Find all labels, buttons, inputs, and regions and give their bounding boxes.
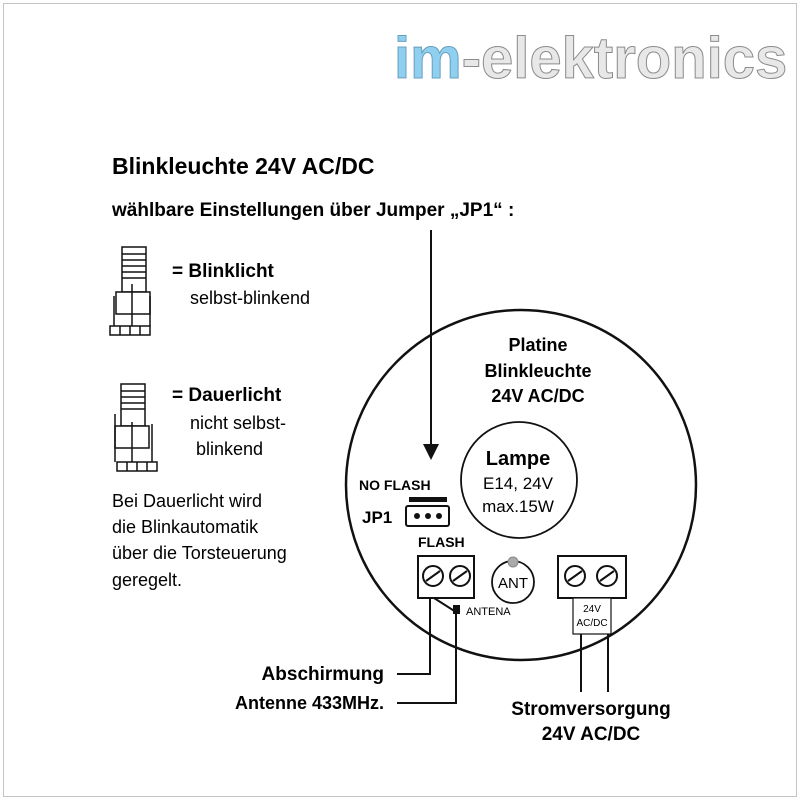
power-label-line1: Stromversorgung (511, 699, 670, 720)
antenna-small-label: ANTENA (466, 606, 511, 618)
jumper-cap-bar (409, 497, 447, 502)
jumper-name: JP1 (362, 508, 392, 527)
jumper-jp1-icon (405, 505, 450, 527)
mode-steady-desc-line2: blinkend (196, 439, 263, 459)
jumper-no-flash-label: NO FLASH (359, 477, 431, 493)
note-line1: Bei Dauerlicht wird (112, 491, 262, 511)
lamp-spec-line1: E14, 24V (483, 474, 554, 493)
page-title: Blinkleuchte 24V AC/DC (112, 153, 374, 179)
antenna-label: Antenne 433MHz. (235, 693, 384, 713)
mode-steady-desc-line1: nicht selbst- (190, 413, 286, 433)
shield-label: Abschirmung (262, 664, 384, 685)
board-label-line1: Platine (508, 335, 567, 355)
antenna-cable (397, 597, 457, 704)
lamp-spec-line2: max.15W (482, 497, 554, 516)
pointer-arrow (423, 230, 439, 460)
board-outline (344, 308, 698, 662)
mode-blink-desc: selbst-blinkend (190, 288, 310, 308)
mode-blink-name: = Blinklicht (172, 261, 275, 282)
mode-steady-name: = Dauerlicht (172, 385, 282, 406)
page-subtitle: wählbare Einstellungen über Jumper „JP1“… (111, 200, 514, 221)
power-label-line2: 24V AC/DC (542, 724, 641, 745)
note-text: Bei Dauerlicht wird die Blinkautomatik ü… (112, 491, 287, 590)
note-line2: die Blinkautomatik (112, 517, 259, 537)
wiring-diagram: im-elektronics Blinkleuchte 24V AC/DC wä… (109, 26, 788, 745)
power-cable (580, 634, 609, 692)
antenna-connector-mark (453, 605, 460, 614)
power-terminal-icon (557, 555, 627, 635)
power-terminal-label-line2: AC/DC (576, 618, 607, 629)
diagram-canvas: im-elektronics Blinkleuchte 24V AC/DC wä… (3, 3, 797, 797)
jumper-steady-icon (114, 383, 158, 472)
board-label-line3: 24V AC/DC (491, 386, 584, 406)
power-terminal-label-line1: 24V (583, 604, 601, 615)
note-line3: über die Torsteuerung (112, 543, 287, 563)
jumper-flash-label: FLASH (418, 534, 465, 550)
note-line4: geregelt. (112, 570, 182, 590)
antenna-icon (491, 556, 535, 604)
lamp-title: Lampe (486, 448, 550, 470)
antenna-badge-label: ANT (498, 575, 528, 592)
jumper-blink-icon (109, 246, 151, 336)
antenna-terminal-icon (417, 555, 475, 599)
brand-logo: im-elektronics (394, 26, 787, 91)
lamp-outline (460, 421, 578, 539)
board-label-line2: Blinkleuchte (484, 361, 591, 381)
